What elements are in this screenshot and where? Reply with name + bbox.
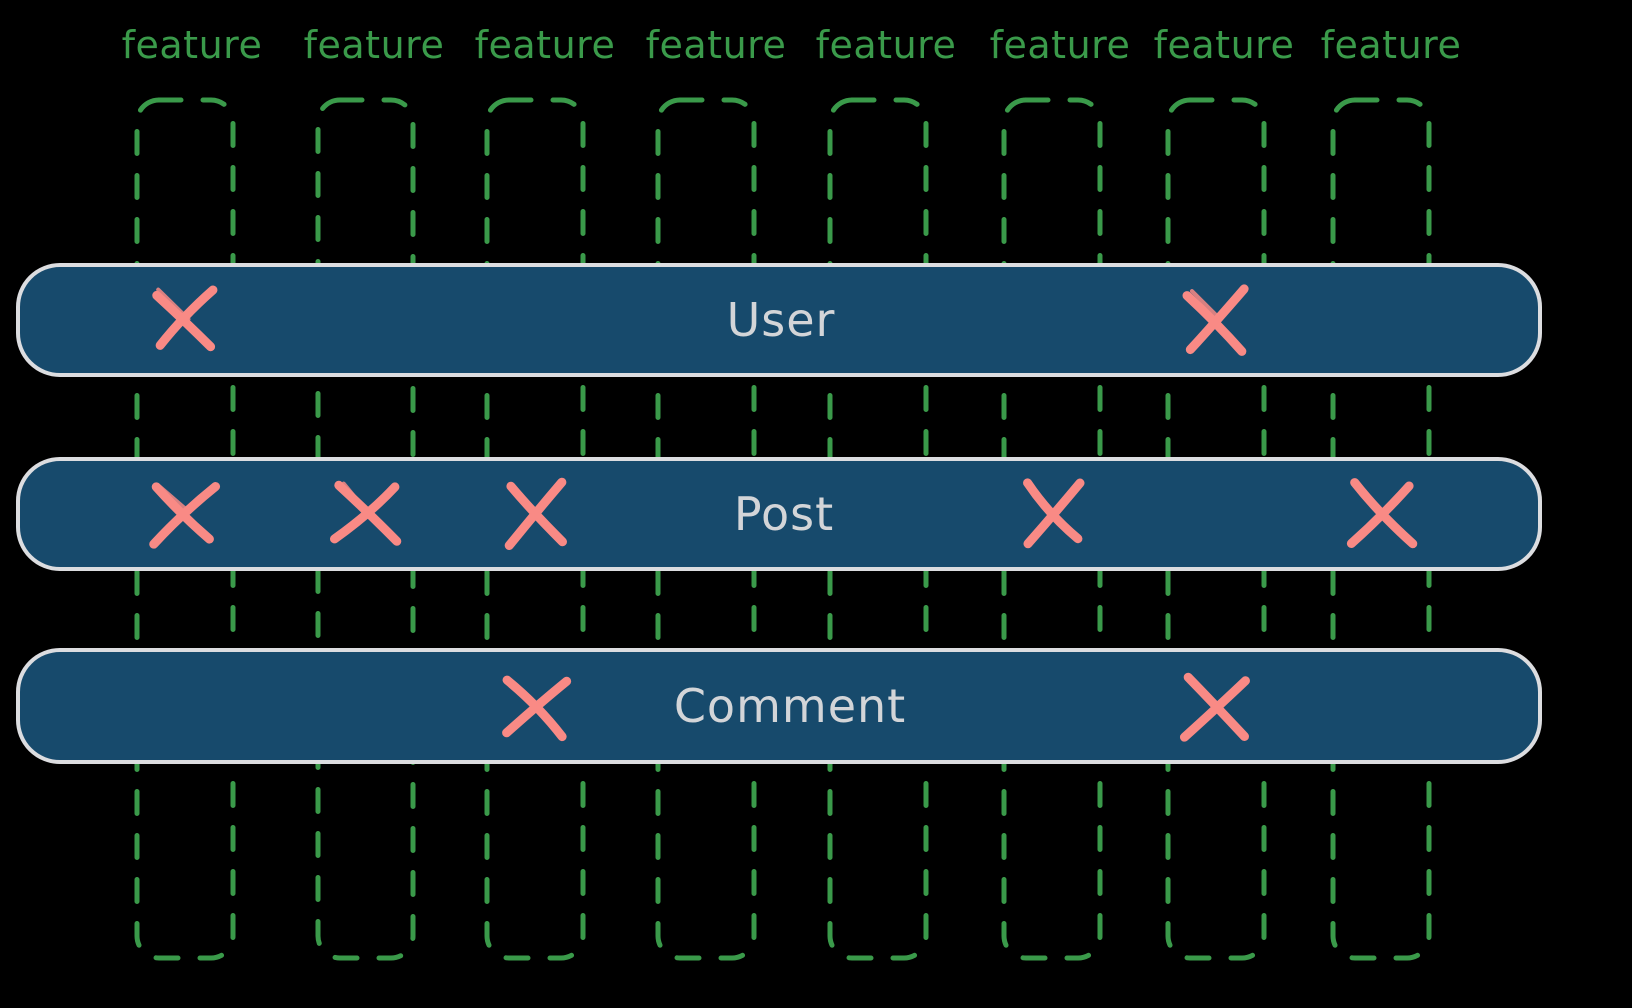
cross-stroke-overdraw (1354, 479, 1383, 517)
cross-stroke (1185, 284, 1249, 355)
cross-mark (1346, 478, 1418, 549)
feature-label-1: feature (122, 23, 263, 67)
feature-label-5: feature (816, 23, 957, 67)
cross-mark (330, 480, 402, 546)
cross-stroke-overdraw (508, 484, 535, 516)
cross-mark (1023, 478, 1085, 549)
entity-label-post: Post (734, 487, 834, 541)
cross-stroke-overdraw (341, 481, 372, 517)
entity-row-bar[interactable] (16, 263, 1542, 377)
entity-label-user: User (727, 293, 836, 347)
cross-stroke (149, 482, 221, 549)
cross-marks-layer (149, 284, 1418, 742)
entity-label-comment: Comment (674, 679, 906, 733)
cross-stroke-overdraw (156, 483, 191, 514)
feature-label-7: feature (1154, 23, 1295, 67)
feature-label-2: feature (304, 23, 445, 67)
entity-row-user[interactable] (16, 263, 1542, 377)
cross-stroke-overdraw (504, 677, 541, 708)
cross-mark (502, 675, 572, 742)
cross-mark (152, 285, 218, 352)
cross-stroke (504, 477, 567, 551)
cross-stroke-overdraw (1189, 676, 1217, 706)
feature-label-4: feature (646, 23, 787, 67)
cross-mark (1182, 284, 1249, 356)
cross-stroke (1179, 676, 1250, 742)
cross-stroke-overdraw (1189, 289, 1222, 321)
feature-label-6: feature (990, 23, 1131, 67)
cross-stroke (1023, 478, 1085, 549)
entity-row-comment[interactable] (16, 648, 1542, 764)
cross-stroke-overdraw (156, 287, 191, 322)
cross-mark (149, 482, 221, 549)
cross-stroke-overdraw (1027, 483, 1053, 518)
feature-labels-layer: feature feature feature feature feature featu… (122, 23, 1462, 67)
entity-row-bar[interactable] (16, 648, 1542, 764)
cross-mark (1179, 672, 1250, 742)
feature-label-8: feature (1321, 23, 1462, 67)
cross-mark (504, 477, 568, 551)
feature-label-3: feature (475, 23, 616, 67)
